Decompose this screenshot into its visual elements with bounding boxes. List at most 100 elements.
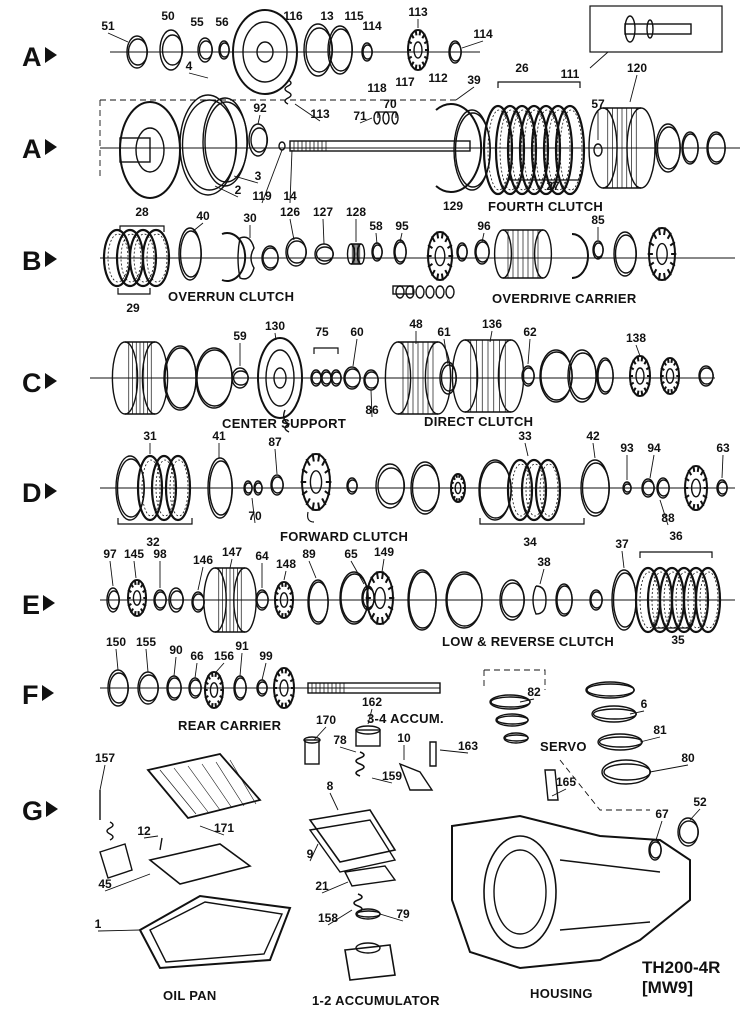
leader-line (145, 648, 149, 673)
row-label-e: E (22, 592, 56, 619)
oil-ring-70b (382, 111, 390, 125)
leader-line (379, 913, 404, 922)
filter-45 (148, 837, 252, 885)
part-number-70: 70 (383, 97, 397, 111)
part-number-116: 116 (283, 9, 303, 23)
caption-overdrive-carrier: OVERDRIVE CARRIER (492, 291, 637, 306)
leader-line (721, 454, 724, 479)
part-number-80: 80 (681, 751, 695, 765)
washer-114-right (448, 40, 462, 64)
gear-138b (660, 357, 680, 395)
part-number-51: 51 (101, 19, 115, 33)
oil-ring-70c (391, 111, 399, 125)
part-number-41: 41 (212, 429, 226, 443)
dash-outline-servo (483, 669, 650, 811)
ring-52 (677, 817, 699, 847)
ring-70d2 (253, 480, 263, 496)
ring-d4 (410, 461, 440, 515)
part-number-52: 52 (693, 795, 707, 809)
bearing-126 (285, 237, 307, 267)
leader-line (370, 389, 373, 418)
part-number-98: 98 (153, 547, 167, 561)
leader-line (109, 560, 114, 587)
valve-body-plate-8 (308, 809, 397, 873)
part-number-36: 36 (669, 529, 683, 543)
ring-e5 (555, 583, 573, 617)
washer-85 (592, 240, 604, 260)
part-number-66: 66 (190, 649, 204, 663)
part-number-119: 119 (252, 189, 272, 203)
leader-line (439, 749, 469, 754)
gear-145 (127, 579, 147, 617)
part-number-33: 33 (518, 429, 532, 443)
leader-line (592, 442, 596, 459)
spring-retainer-30 (237, 236, 255, 280)
seal-75c (330, 369, 342, 387)
part-number-81: 81 (653, 723, 667, 737)
ring-67 (648, 839, 662, 861)
caption-housing: HOUSING (530, 986, 593, 1001)
sun-gear-148 (274, 581, 294, 619)
overrun-backing-40 (178, 227, 202, 281)
part-number-40: 40 (196, 209, 210, 223)
leader-line (107, 32, 129, 43)
part-number-113: 113 (310, 107, 330, 121)
leader-line (229, 558, 233, 569)
bracket-32 (117, 518, 193, 525)
leader-line (399, 232, 403, 243)
part-number-64: 64 (255, 549, 269, 563)
leader-line (188, 72, 209, 79)
servo-ring-81 (597, 733, 643, 751)
bracket-29 (117, 288, 151, 295)
row-label-c: C (22, 370, 57, 397)
part-number-26: 26 (515, 61, 529, 75)
leader-line (489, 330, 493, 343)
part-number-155: 155 (136, 635, 156, 649)
part-number-171: 171 (214, 821, 234, 835)
low-reverse-plates-36 (634, 566, 722, 634)
leader-line (257, 114, 261, 125)
part-number-28: 28 (135, 205, 149, 219)
ring-63 (716, 479, 728, 497)
bracket-36 (639, 551, 713, 558)
part-number-115: 115 (344, 9, 364, 23)
leader-line (294, 103, 321, 122)
gear-d7 (683, 465, 709, 511)
part-number-75: 75 (315, 325, 329, 339)
ring-70d1 (243, 480, 253, 496)
snap-ring-39 (435, 103, 483, 193)
part-number-50: 50 (161, 9, 175, 23)
leader-line (371, 777, 393, 784)
leader-line (194, 662, 198, 679)
row-label-f: F (22, 682, 54, 709)
leader-line (239, 652, 243, 677)
leader-line (308, 560, 317, 579)
part-number-37: 37 (615, 537, 629, 551)
part-number-10: 10 (397, 731, 411, 745)
part-number-55: 55 (190, 15, 204, 29)
leader-line (359, 117, 373, 124)
caption-forward-clutch: FORWARD CLUTCH (280, 529, 409, 544)
caption-direct-clutch: DIRECT CLUTCH (424, 414, 534, 429)
washer-94b (656, 477, 670, 499)
lever-10 (398, 741, 437, 791)
pump-ring-3 (202, 97, 249, 187)
part-number-148: 148 (276, 557, 296, 571)
leader-line (274, 448, 278, 475)
leader-line (481, 232, 485, 243)
leader-line (104, 873, 151, 892)
part-number-42: 42 (586, 429, 600, 443)
backing-plate (453, 109, 491, 191)
part-number-114: 114 (473, 27, 493, 41)
direct-drum-48 (384, 341, 452, 415)
leader-line (133, 560, 137, 579)
part-number-162: 162 (362, 695, 382, 709)
pump-body-2 (119, 101, 181, 199)
ring-97 (106, 587, 121, 613)
ring-c3 (539, 349, 573, 403)
leader-line (527, 338, 531, 365)
output-gear-f (273, 667, 295, 709)
bracket-34 (479, 518, 585, 525)
part-number-61: 61 (437, 325, 451, 339)
